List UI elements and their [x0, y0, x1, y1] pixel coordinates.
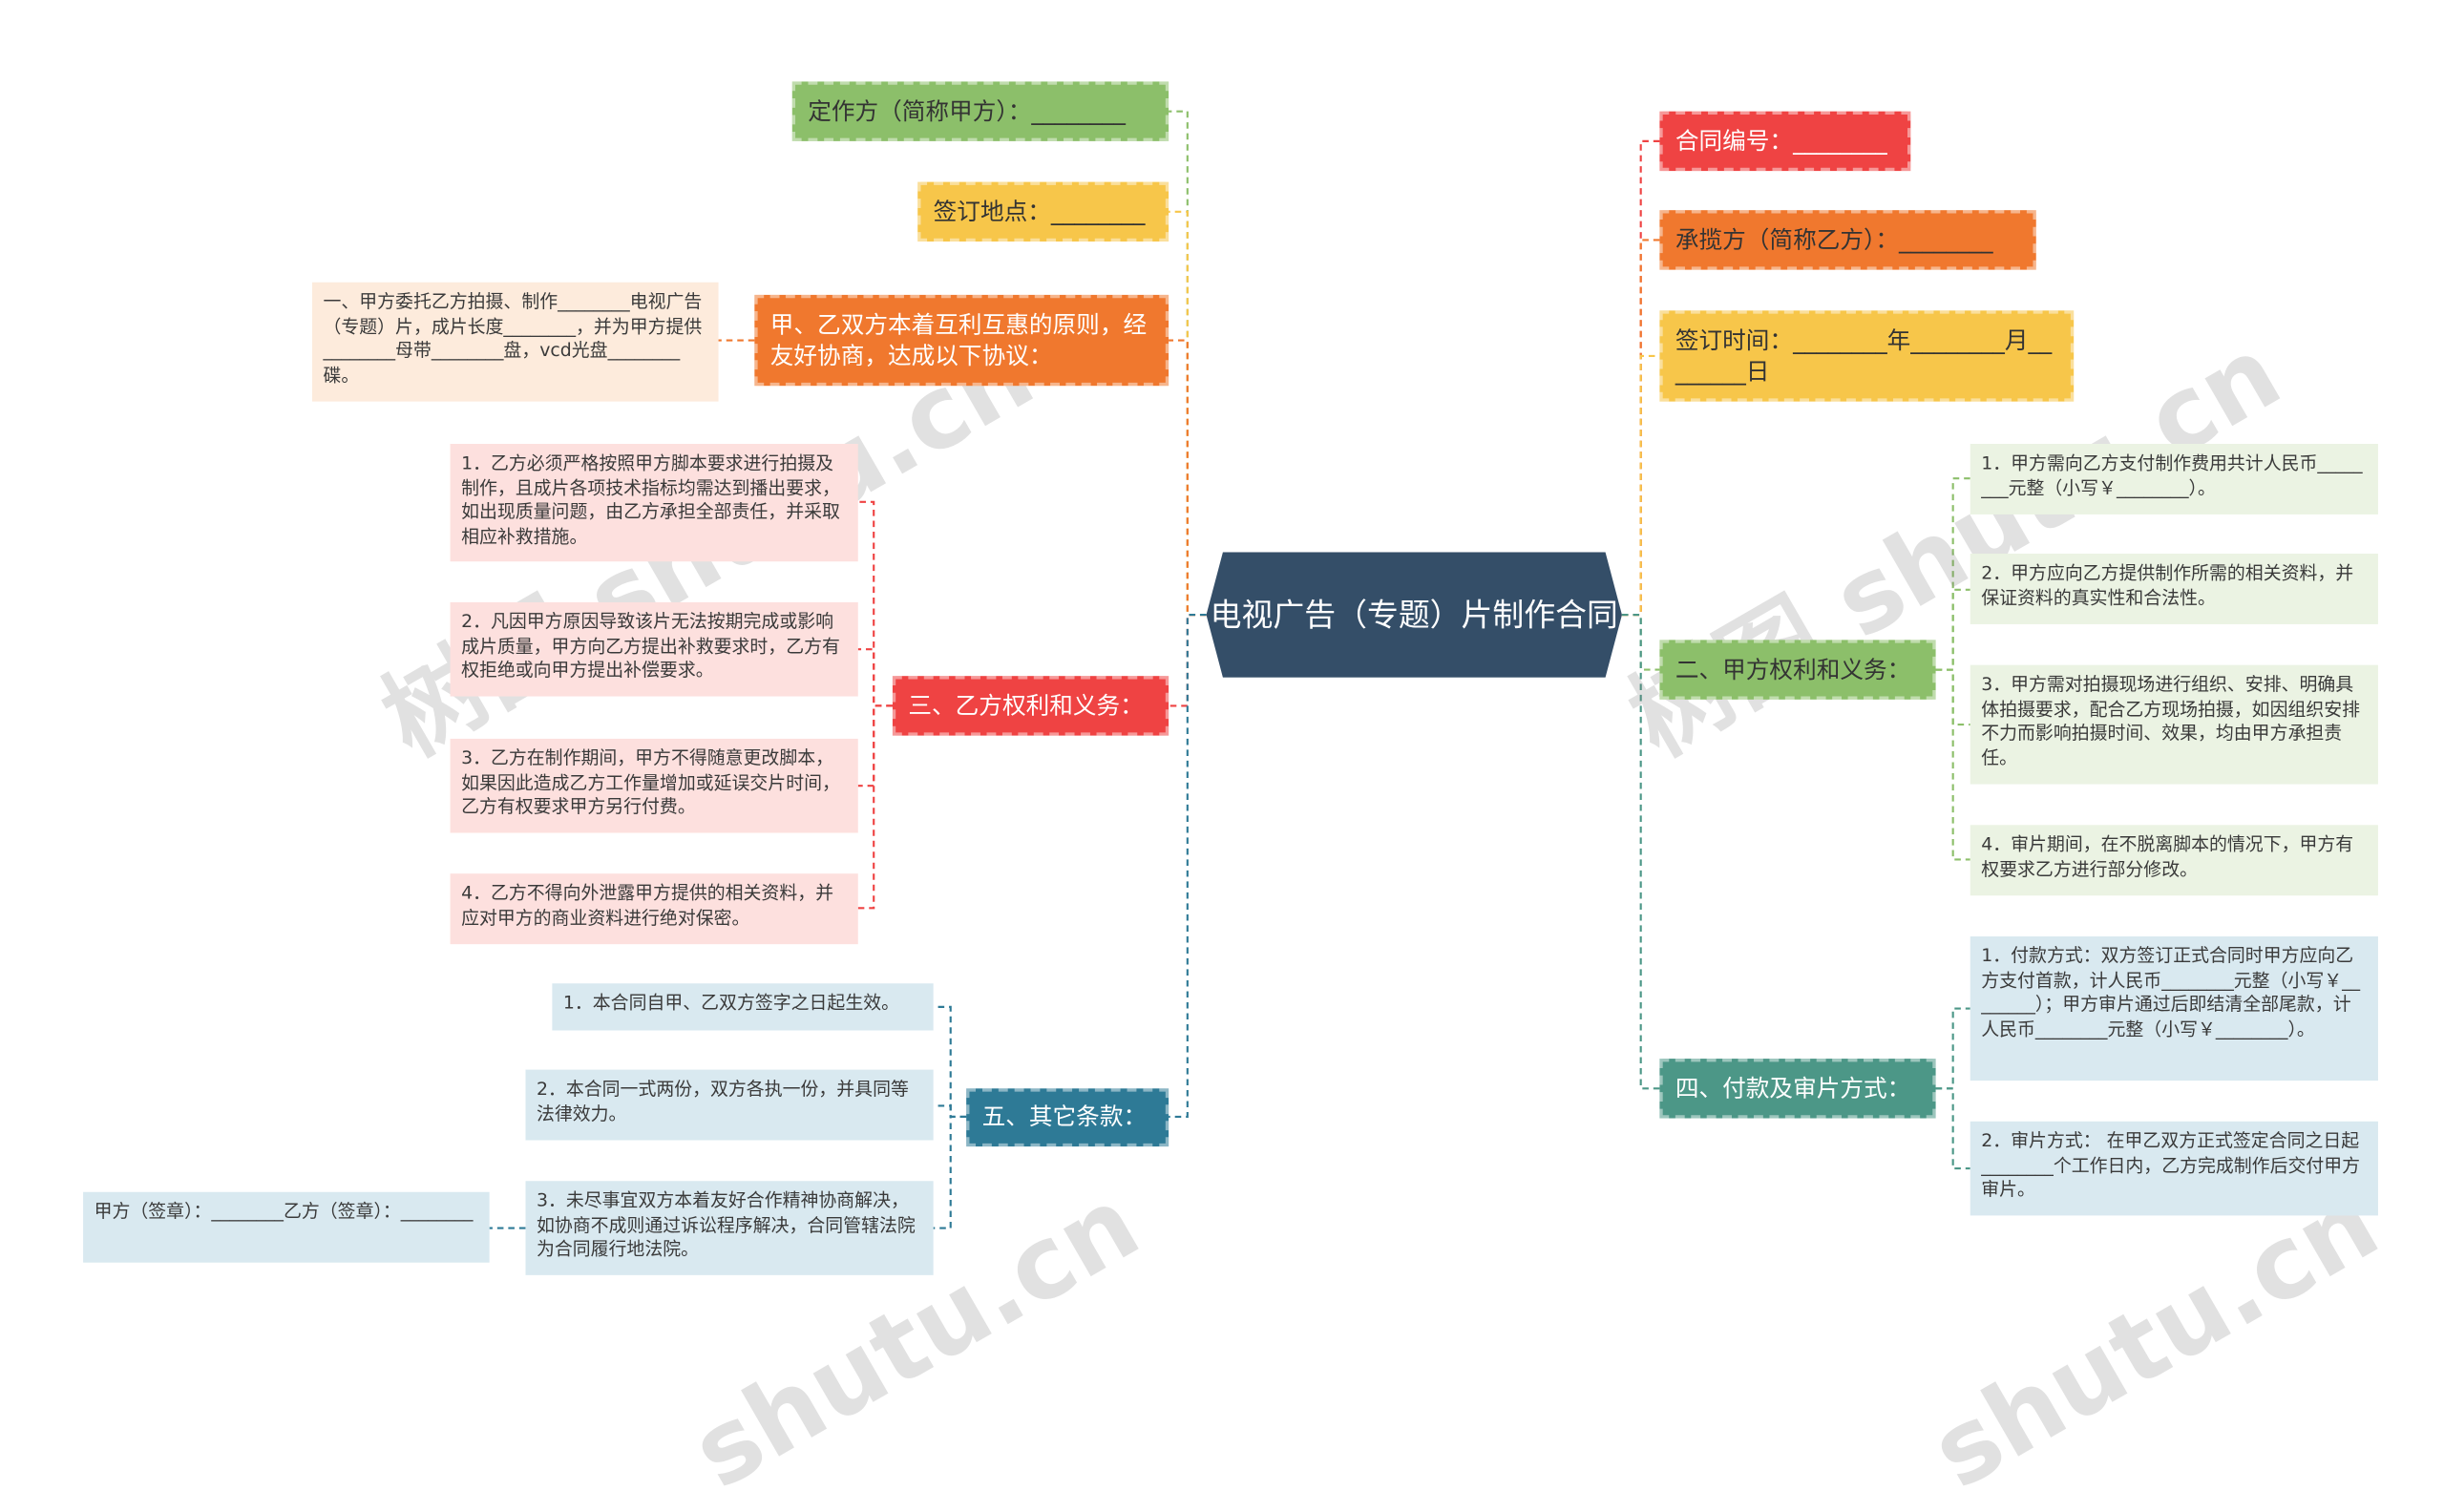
connector-leaf-yifang-0 — [857, 500, 893, 707]
connector-leaf-yifang-3 — [857, 704, 893, 910]
leaf-qita-sign[interactable]: 甲方（签章）：________乙方（签章）：________ — [83, 1191, 490, 1263]
leaf-qita-2[interactable]: 2．本合同一式两份，双方各执一份，并具同等法律效力。 — [525, 1069, 934, 1141]
connector-right-4 — [1621, 614, 1660, 1090]
connector-leaf-qita-1 — [933, 1104, 967, 1118]
node-qianding-shijian[interactable]: 签订时间：________年________月________日 — [1659, 310, 2075, 402]
connector-right-1 — [1621, 239, 1660, 617]
leaf-yifang-3[interactable]: 3．乙方在制作期间，甲方不得随意更改脚本，如果因此造成乙方工作量增加或延误交片时… — [450, 738, 858, 833]
leaf-qita-3[interactable]: 3．未尽事宜双方本着友好合作精神协商解决，如协商不成则通过诉讼程序解决，合同管辖… — [525, 1181, 934, 1275]
leaf-yifang-2[interactable]: 2．凡因甲方原因导致该片无法按期完成或影响成片质量，甲方向乙方提出补救要求时，乙… — [450, 601, 858, 697]
connector-leaf-yifang-1 — [857, 648, 893, 707]
node-chenglanfang[interactable]: 承揽方（简称乙方）：________ — [1659, 210, 2036, 270]
connector-leaf-qita-2 — [933, 1115, 967, 1229]
leaf-jiafang-2[interactable]: 2．甲方应向乙方提供制作所需的相关资料，并保证资料的真实性和合法性。 — [1970, 554, 2378, 624]
node-qianding-didian[interactable]: 签订地点：________ — [917, 181, 1169, 242]
leaf-yuanze-detail[interactable]: 一、甲方委托乙方拍摄、制作________电视广告（专题）片，成片长度_____… — [311, 282, 719, 402]
connector-leaf-fukuan-0 — [1935, 1007, 1970, 1090]
node-hetong-bianhao[interactable]: 合同编号：________ — [1659, 111, 1911, 172]
connector-leaf-jiafang-1 — [1935, 588, 1970, 671]
node-fukuan-shenpian[interactable]: 四、付款及审片方式： — [1659, 1059, 1936, 1119]
connector-left-4 — [1169, 614, 1207, 1118]
connector-left-3 — [1169, 614, 1207, 707]
node-yifang-quanli[interactable]: 三、乙方权利和义务： — [892, 676, 1169, 736]
connector-left-0 — [1169, 110, 1207, 617]
leaf-jiafang-4[interactable]: 4．审片期间，在不脱离脚本的情况下，甲方有权要求乙方进行部分修改。 — [1970, 825, 2378, 896]
connector-leaf-jiafang-3 — [1935, 668, 1970, 861]
connector-leaf-yifang-2 — [857, 704, 893, 788]
mindmap-canvas: 树图 shutu.cn 树图 shutu.cn shutu.cn shutu.c… — [83, 81, 2397, 1512]
connector-leaf-fukuan-1 — [1935, 1087, 1970, 1170]
leaf-jiafang-1[interactable]: 1．甲方需向乙方支付制作费用共计人民币________元整（小写￥_______… — [1970, 443, 2378, 514]
connector-left-2 — [1169, 339, 1207, 617]
leaf-fukuan-1[interactable]: 1．付款方式：双方签订正式合同时甲方应向乙方支付首款，计人民币________元… — [1970, 935, 2378, 1082]
node-yuanze[interactable]: 甲、乙双方本着互利互惠的原则，经友好协商，达成以下协议： — [754, 294, 1169, 387]
node-dingzuofang[interactable]: 定作方（简称甲方）：________ — [791, 81, 1169, 141]
connector-leaf-jiafang-0 — [1935, 477, 1970, 671]
connector-right-2 — [1621, 354, 1660, 617]
center-topic-label: 电视广告（专题）片制作合同 — [1210, 596, 1618, 634]
connector-leaf-qita-0 — [933, 1005, 967, 1118]
leaf-yifang-4[interactable]: 4．乙方不得向外泄露甲方提供的相关资料，并应对甲方的商业资料进行绝对保密。 — [450, 873, 858, 945]
connector-lines — [489, 110, 1970, 1229]
node-qita-tiaokuan[interactable]: 五、其它条款： — [966, 1088, 1169, 1147]
center-topic[interactable]: 电视广告（专题）片制作合同 — [1206, 552, 1622, 678]
leaf-qita-1[interactable]: 1．本合同自甲、乙双方签字之日起生效。 — [552, 983, 934, 1031]
node-jiafang-quanli[interactable]: 二、甲方权利和义务： — [1659, 640, 1936, 700]
leaf-jiafang-3[interactable]: 3．甲方需对拍摄现场进行组织、安排、明确具体拍摄要求，配合乙方现场拍摄，如因组织… — [1970, 664, 2378, 785]
leaf-fukuan-2[interactable]: 2．审片方式： 在甲乙双方正式签定合同之日起________个工作日内，乙方完成… — [1970, 1121, 2378, 1216]
leaf-yifang-1[interactable]: 1．乙方必须严格按照甲方脚本要求进行拍摄及制作，且成片各项技术指标均需达到播出要… — [450, 443, 858, 562]
